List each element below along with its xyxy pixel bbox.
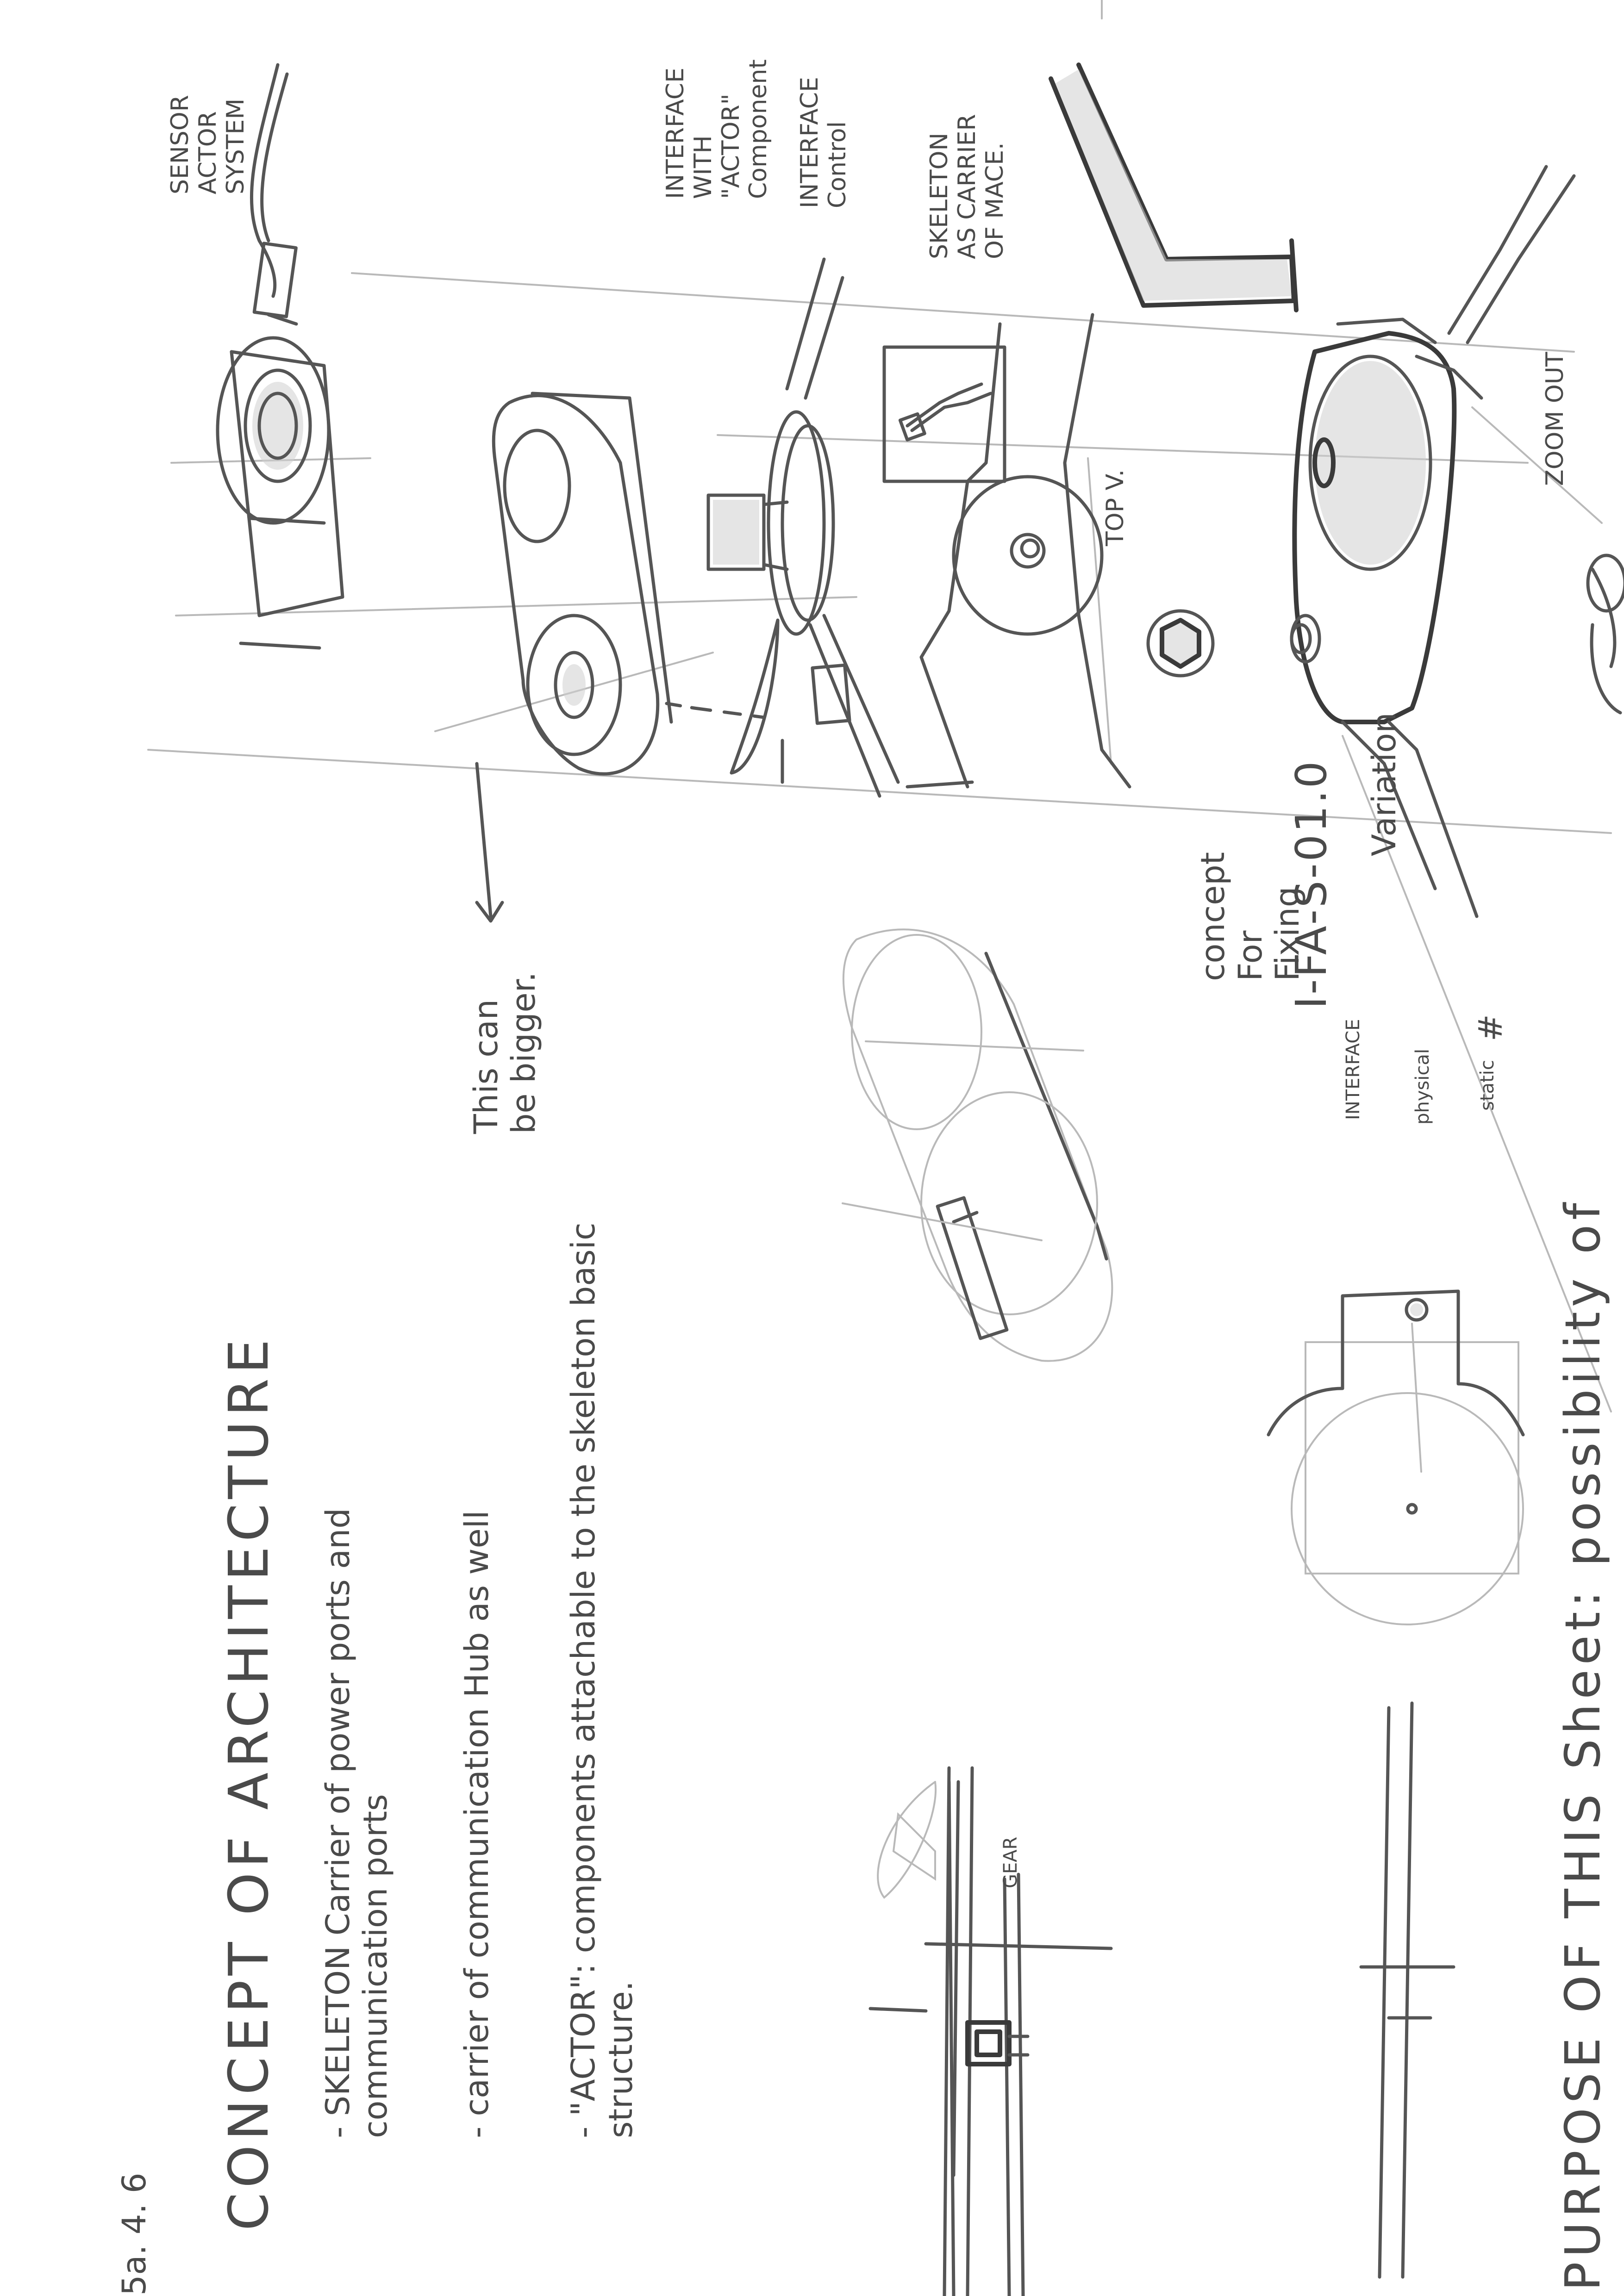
- gear-rail-sketches: [870, 1703, 1454, 2296]
- construction-lines: [148, 0, 1611, 1412]
- skeleton-carrier-label: SKELETON AS CARRIER OF MACE.: [926, 106, 1009, 259]
- concept-code: I-FA-S-01.0: [1287, 759, 1336, 1009]
- bigger-note: This can be bigger.: [468, 958, 542, 1134]
- zoom-out-label: ZOOM OUT: [1542, 352, 1569, 486]
- interface-control-label: INTERFACE Control: [796, 88, 852, 208]
- cable-connector-sketch: [251, 65, 296, 324]
- purpose-heading: PURPOSE OF THIS Sheet: possibility of: [1555, 1198, 1611, 2291]
- ghost-module-sketch: [843, 929, 1112, 1361]
- interface-label: INTERFACE: [1343, 1019, 1364, 1120]
- interface-actor-label: INTERFACE WITH "ACTOR" Component: [662, 51, 773, 199]
- l-bracket-sketch: [1051, 65, 1296, 310]
- gear-label: GEAR: [1000, 1837, 1021, 1888]
- front-view-bracket-sketch: [1268, 1291, 1523, 1624]
- variation-label: Variation: [1366, 712, 1403, 856]
- static-label: static: [1477, 1060, 1498, 1111]
- interface-disk-sketch: [708, 259, 898, 796]
- hash-mark: #: [1472, 1014, 1510, 1041]
- puck-housing-sketch: [218, 338, 343, 648]
- physical-label: physical: [1412, 1049, 1433, 1125]
- large-module-sketch: [1292, 167, 1624, 916]
- skeleton-module-sketch: [477, 393, 764, 921]
- bullet-actor: - "ACTOR": components attachable to the …: [565, 1213, 639, 2138]
- page-title: CONCEPT OF ARCHITECTURE: [218, 1335, 281, 2231]
- bullet-carrier: - carrier of communication Hub as well: [458, 1490, 496, 2138]
- sensor-label: SENSOR ACTOR SYSTEM: [167, 74, 250, 194]
- carrier-arm-sketch: [884, 315, 1130, 787]
- bullet-skeleton: - SKELETON Carrier of power ports and co…: [319, 1444, 394, 2138]
- date-label: 5a. 4. 6: [116, 2172, 153, 2296]
- top-view-label: TOP V.: [1102, 469, 1130, 546]
- hex-bolt-sketch: [1148, 611, 1213, 676]
